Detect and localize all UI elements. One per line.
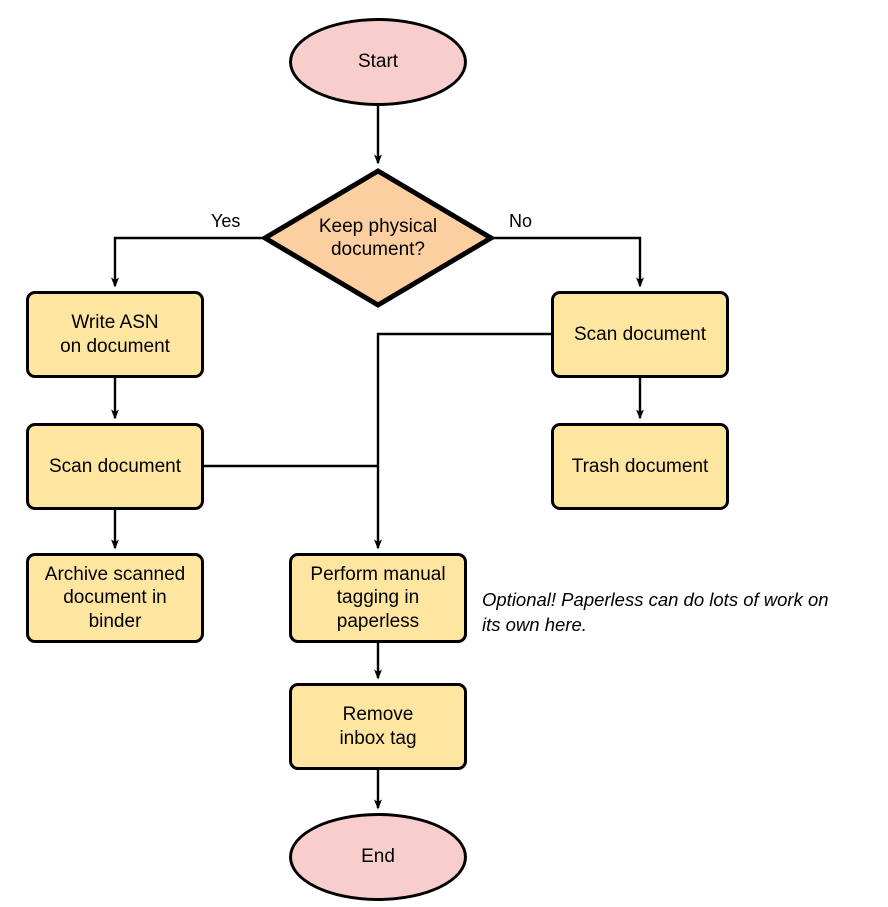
node-scan-document-left-label: Scan document [48,455,182,477]
node-start[interactable]: Start [289,18,467,106]
node-perform-manual-tagging-label: Perform manual tagging in paperless [310,564,446,632]
node-scan-document-right[interactable]: Scan document [551,291,729,378]
node-end[interactable]: End [289,813,467,901]
edge-decision-to-scan-right [494,236,644,288]
edge-scan-right-to-manual-tag [374,332,551,550]
node-start-label: Start [357,51,399,73]
node-archive-scanned-document[interactable]: Archive scanned document in binder [26,553,204,643]
annotation-optional-note: Optional! Paperless can do lots of work … [482,589,829,635]
node-trash-document-label: Trash document [571,455,709,477]
node-scan-document-left[interactable]: Scan document [26,423,204,510]
edge-label-no: No [509,211,533,231]
node-scan-document-right-label: Scan document [573,323,707,345]
node-remove-inbox-tag-label: Remove inbox tag [339,704,417,749]
node-write-asn-on-document-label: Write ASN on document [60,312,170,357]
diamond-shape [262,168,494,308]
edge-label-yes: Yes [211,211,241,231]
node-write-asn-on-document[interactable]: Write ASN on document [26,291,204,378]
node-keep-physical-document[interactable]: Keep physical document? [262,168,494,308]
node-end-label: End [361,846,395,868]
node-trash-document[interactable]: Trash document [551,423,729,510]
node-remove-inbox-tag[interactable]: Remove inbox tag [289,683,467,770]
node-perform-manual-tagging[interactable]: Perform manual tagging in paperless [289,553,467,643]
node-keep-physical-document-label: Keep physical document? [318,215,438,260]
connector-lines [111,106,644,810]
node-archive-scanned-document-label: Archive scanned document in binder [44,564,186,632]
edge-decision-to-write-asn [111,236,262,288]
